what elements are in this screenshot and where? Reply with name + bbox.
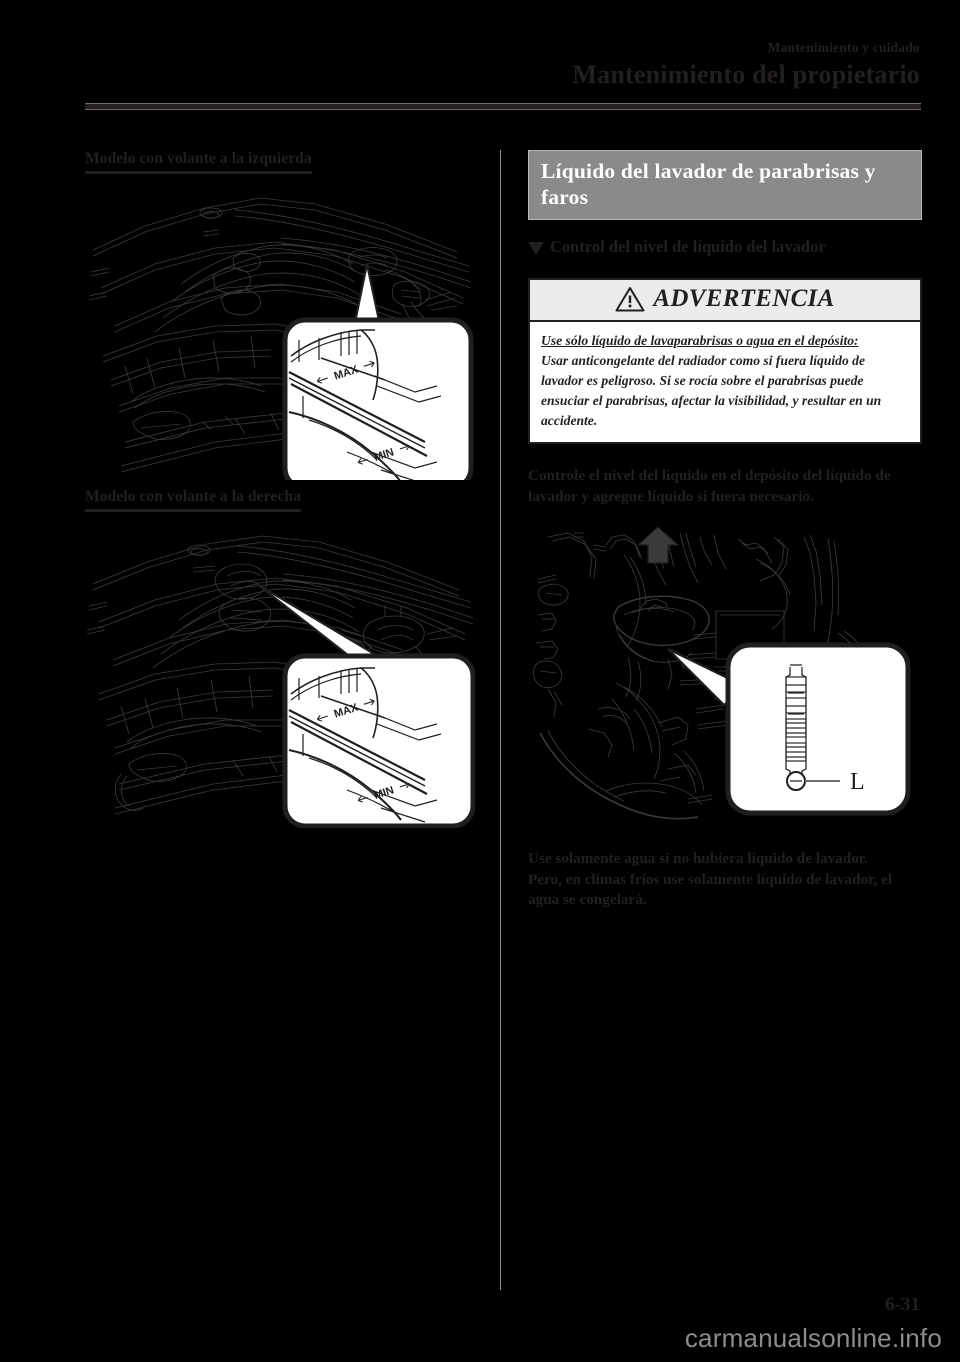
watermark: carmanualsonline.info <box>684 1323 942 1353</box>
washer-reservoir-dipstick-illustration: L <box>528 523 922 823</box>
paragraph-water-only: Use solamente agua si no hubiera líquido… <box>528 849 922 911</box>
triangle-down-icon <box>528 242 544 256</box>
page-title: Mantenimiento del propietario <box>572 60 920 89</box>
dipstick-gauge: L <box>785 664 865 795</box>
section-title-band: Líquido del lavador de parabrisas y faro… <box>528 150 922 221</box>
warning-body: Use sólo líquido de lavaparabrisas o agu… <box>530 322 920 443</box>
header-eyebrow: Mantenimiento y cuidado <box>767 40 920 55</box>
dipstick-level-label: L <box>850 769 865 795</box>
left-column: Modelo con volante a la izquierda <box>85 150 475 828</box>
warning-title: ADVERTENCIA <box>653 285 835 313</box>
page-number: 6-31 <box>885 1294 920 1315</box>
heading-lhd-wrap: Modelo con volante a la izquierda <box>85 150 475 174</box>
engine-bay-lhd-illustration: MAX MIN <box>85 180 475 480</box>
heading-rhd-wrap: Modelo con volante a la derecha <box>85 488 475 512</box>
column-divider <box>500 150 501 1290</box>
warning-box: ADVERTENCIA Use sólo líquido de lavapara… <box>528 278 922 445</box>
warning-header: ADVERTENCIA <box>530 280 920 323</box>
callout-min-label: MIN <box>373 784 396 802</box>
subsection-title: Control del nivel de líquido del lavador <box>550 237 826 257</box>
warning-detail-text: Usar anticongelante del radiador como si… <box>541 353 882 429</box>
warning-lead-text: Use sólo líquido de lavaparabrisas o agu… <box>541 333 859 349</box>
subsection-heading: Control del nivel de líquido del lavador <box>528 237 922 258</box>
heading-lhd: Modelo con volante a la izquierda <box>85 150 312 174</box>
header-rule <box>85 103 921 110</box>
engine-bay-rhd-illustration: MAX MIN <box>85 518 475 828</box>
paragraph-water-only-line2: Pero, en climas fríos use solamente líqu… <box>528 870 893 909</box>
heading-rhd: Modelo con volante a la derecha <box>85 488 301 512</box>
right-column: Líquido del lavador de parabrisas y faro… <box>528 150 922 911</box>
paragraph-water-only-line1: Use solamente agua si no hubiera líquido… <box>528 850 868 868</box>
warning-triangle-icon <box>615 286 645 312</box>
callout-min-label: MIN <box>373 446 396 464</box>
paragraph-check-level: Controle el nivel del líquido en el depó… <box>528 467 891 505</box>
